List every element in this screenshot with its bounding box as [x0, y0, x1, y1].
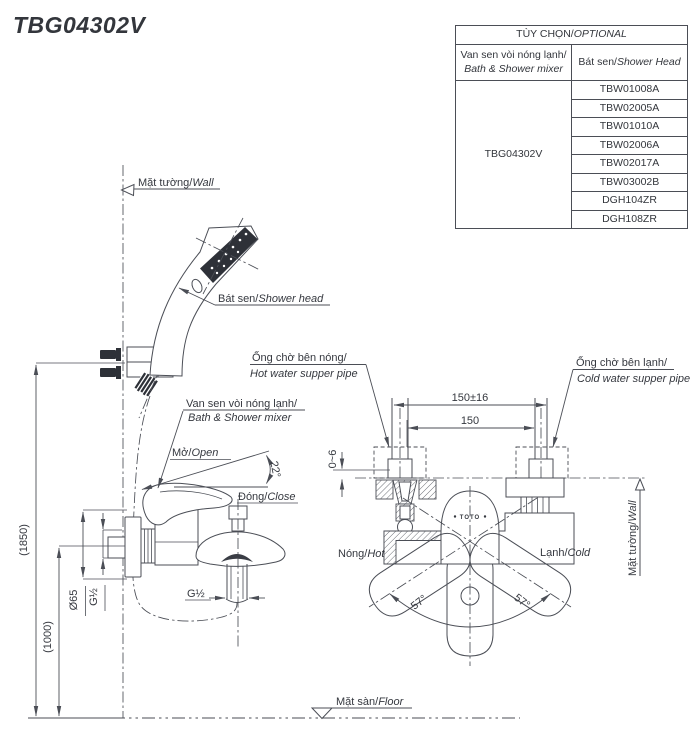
hand-shower: [149, 217, 261, 377]
wall-union-nut: [107, 536, 126, 559]
open-angle-value: 22°: [267, 460, 282, 479]
cold-connector: [505, 477, 565, 514]
close-label: Đóng/Close: [237, 491, 298, 504]
hot-label: Nóng/Hot: [338, 548, 385, 560]
svg-text:Mở/Open: Mở/Open: [172, 447, 218, 459]
wall-arrow-icon: [120, 183, 135, 197]
open-label: Mở/Open: [170, 447, 231, 460]
floor-label: Mặt sàn/Floor: [310, 696, 412, 720]
cold-label: Lạnh/Cold: [540, 547, 591, 559]
floor-level-icon: [310, 707, 334, 720]
aerator-band: [221, 554, 253, 562]
dim-wall-gap: 0~6: [327, 450, 339, 469]
dim-thread-spout: G½: [187, 588, 205, 600]
floor: Mặt sàn/Floor: [28, 696, 520, 720]
shower-head-code: TBW02006A: [571, 135, 688, 155]
svg-text:Cold water supper pipe: Cold water supper pipe: [577, 373, 690, 385]
dim-span-tol: 150±16: [452, 392, 489, 404]
spout: [195, 531, 286, 567]
svg-text:Bath & Shower mixer: Bath & Shower mixer: [188, 412, 293, 424]
ghost-handles: [368, 532, 572, 617]
side-view: Mặt tường/Wall: [18, 165, 330, 718]
mixer-side: [107, 482, 286, 648]
height-dimensions: (1850) (1000): [18, 362, 125, 717]
svg-text:Ống chờ bên nóng/: Ống chờ bên nóng/: [252, 350, 348, 364]
handle-swung-left: [469, 532, 572, 617]
svg-text:Mặt tường/Wall: Mặt tường/Wall: [627, 500, 639, 576]
front-view: 150±16 150 0~6 Ống chờ bên nóng/ Hot wat…: [250, 350, 690, 666]
hot-connector-section: [375, 479, 437, 535]
mixer-code-cell: TBG04302V: [455, 80, 572, 229]
svg-text:Đóng/Close: Đóng/Close: [238, 491, 295, 503]
cold-pipe-label: Ống chờ bên lạnh/ Cold water supper pipe: [552, 355, 690, 448]
shower-head-code: DGH108ZR: [571, 209, 688, 229]
wall-side-label: Mặt tường/Wall: [627, 477, 646, 576]
svg-text:Mặt sàn/Floor: Mặt sàn/Floor: [336, 696, 405, 708]
flange-dimensions: Ø65 G½: [68, 509, 127, 616]
wall-arrow-icon: [634, 477, 646, 491]
swing-arc: [389, 593, 551, 628]
escutcheon: [124, 516, 142, 578]
shower-head-code: TBW02017A: [571, 154, 688, 174]
svg-text:Bát sen/Shower head: Bát sen/Shower head: [218, 293, 324, 305]
hose-coil: [133, 371, 162, 399]
handle-swung-right: [368, 532, 471, 617]
spray-nozzles: [210, 232, 248, 275]
svg-text:Mặt tường/Wall: Mặt tường/Wall: [138, 177, 214, 189]
cold-supply-pipe: [515, 398, 569, 479]
shower-head-code: TBW02005A: [571, 98, 688, 118]
hose-axis-centerline: [138, 344, 171, 419]
shower-head-code: TBW03002B: [571, 172, 688, 192]
shower-head-code: TBW01010A: [571, 117, 688, 137]
svg-text:Van sen vòi nóng lạnh/: Van sen vòi nóng lạnh/: [186, 398, 298, 410]
wall-label: Mặt tường/Wall: [120, 177, 220, 197]
dim-span: 150: [461, 415, 479, 427]
product-code-title: TBG04302V: [13, 12, 146, 38]
dim-1000: (1000): [42, 621, 54, 653]
shower-head-label: Bát sen/Shower head: [178, 287, 330, 306]
wall-gap-dimension: 0~6: [327, 450, 390, 497]
hot-pipe-label: Ống chờ bên nóng/ Hot water supper pipe: [250, 350, 390, 448]
optional-table: TÙY CHỌN/OPTIONAL Van sen vòi nóng lạnh/…: [455, 25, 688, 229]
pipe-span-dimensions: 150±16 150: [393, 392, 547, 447]
spout-thread-dimension: G½: [185, 588, 265, 601]
shower-head-code: DGH104ZR: [571, 191, 688, 211]
shower-head-code: TBW01008A: [571, 80, 688, 100]
dim-thread-wall: G½: [88, 588, 100, 606]
svg-text:Hot water supper pipe: Hot water supper pipe: [250, 368, 358, 380]
spout-outlet: [225, 598, 249, 603]
hot-supply-pipe: [373, 398, 427, 479]
toto-logo: TOTO: [453, 515, 487, 521]
mounting-screws: [100, 348, 121, 379]
col-header-shower-head: Bát sen/Shower Head: [571, 44, 688, 81]
dim-flange: Ø65: [68, 590, 80, 611]
hose-path: [131, 395, 238, 622]
spray-face: [200, 227, 258, 283]
svg-text:Ống chờ bên lạnh/: Ống chờ bên lạnh/: [576, 355, 668, 369]
thread-nipple: [140, 528, 156, 564]
dim-1850: (1850): [18, 524, 30, 556]
svg-text:TOTO: TOTO: [460, 515, 480, 521]
mixer-label: Van sen vòi nóng lạnh/ Bath & Shower mix…: [157, 398, 305, 489]
hanging-hole: [191, 278, 203, 294]
